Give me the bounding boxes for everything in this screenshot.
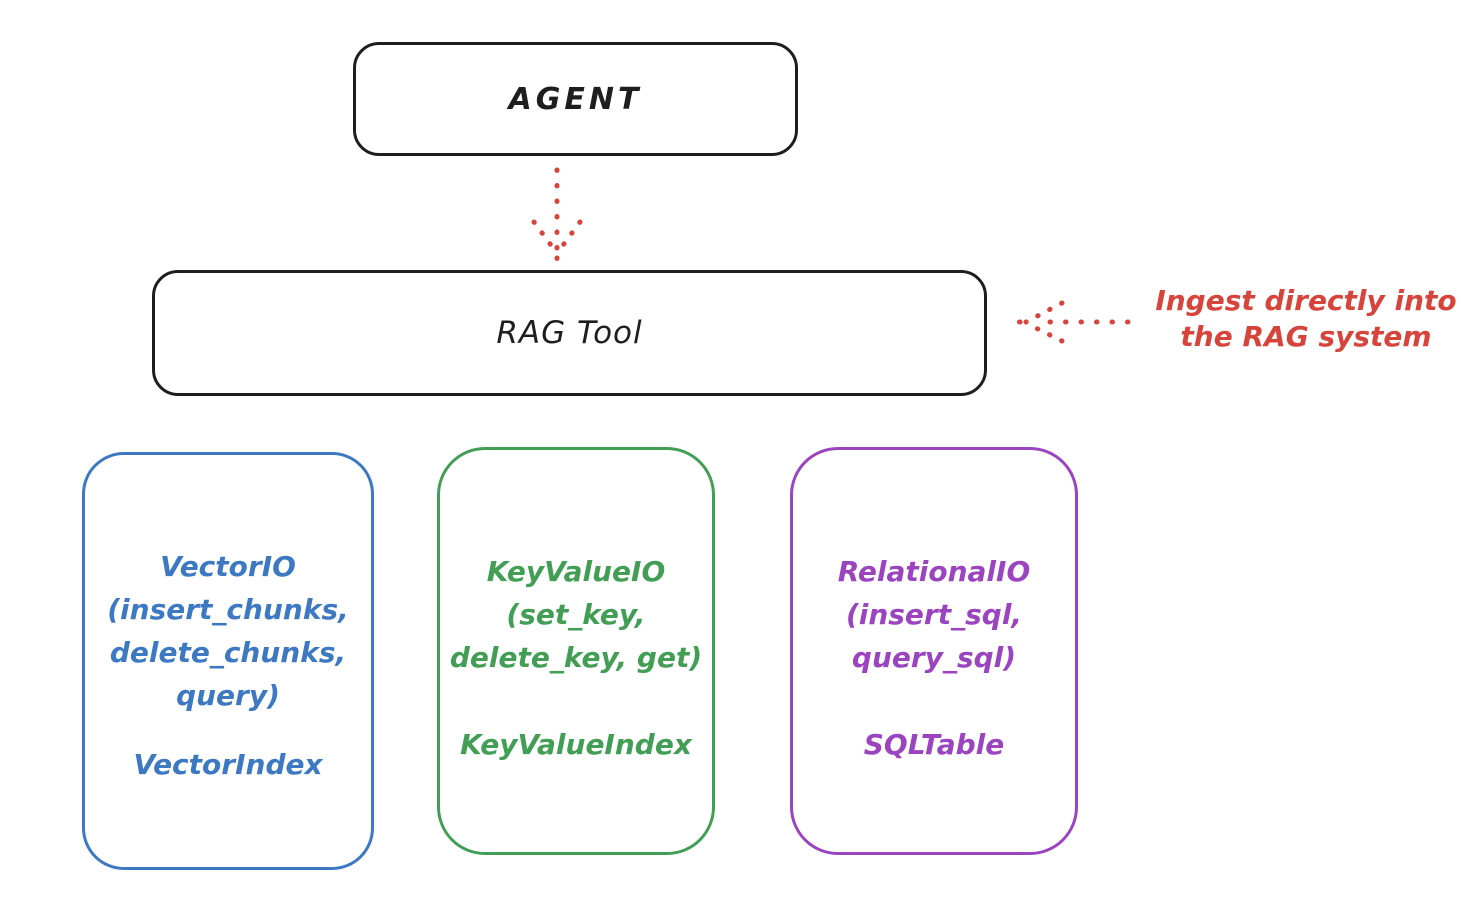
annotation-to-ragtool-arrow xyxy=(1016,300,1131,344)
agent-node-label: AGENT xyxy=(508,81,643,117)
sql-table-label: SQLTable xyxy=(863,728,1005,761)
rag-tool-node: RAG Tool xyxy=(152,270,987,396)
ingest-annotation: Ingest directly into the RAG system xyxy=(1136,283,1476,355)
rag-tool-node-label: RAG Tool xyxy=(496,315,643,351)
ingest-annotation-line1: Ingest directly into xyxy=(1155,284,1457,317)
agent-node: AGENT xyxy=(353,42,798,156)
keyvalue-index-label: KeyValueIndex xyxy=(460,728,692,761)
keyvalue-io-title-line: delete_key, get) xyxy=(449,641,703,674)
relational-io-card: RelationalIO (insert_sql, query_sql) SQL… xyxy=(790,447,1078,855)
agent-to-ragtool-arrow xyxy=(531,167,583,262)
vector-io-title-line: delete_chunks, xyxy=(109,636,347,669)
relational-io-title-line: query_sql) xyxy=(851,641,1017,674)
relational-io-title-line: RelationalIO xyxy=(837,555,1031,588)
vector-io-title-line: (insert_chunks, xyxy=(107,593,349,626)
vector-io-title-line: query) xyxy=(176,679,280,712)
vector-io-title-line: VectorIO xyxy=(160,550,296,583)
relational-io-title-line: (insert_sql, xyxy=(845,598,1023,631)
keyvalue-io-title-line: KeyValueIO xyxy=(486,555,666,588)
keyvalue-io-title-line: (set_key, xyxy=(506,598,646,631)
vector-index-label: VectorIndex xyxy=(133,748,323,781)
keyvalue-io-card: KeyValueIO (set_key, delete_key, get) Ke… xyxy=(437,447,715,855)
vector-io-card: VectorIO (insert_chunks, delete_chunks, … xyxy=(82,452,374,870)
ingest-annotation-line2: the RAG system xyxy=(1180,320,1432,353)
